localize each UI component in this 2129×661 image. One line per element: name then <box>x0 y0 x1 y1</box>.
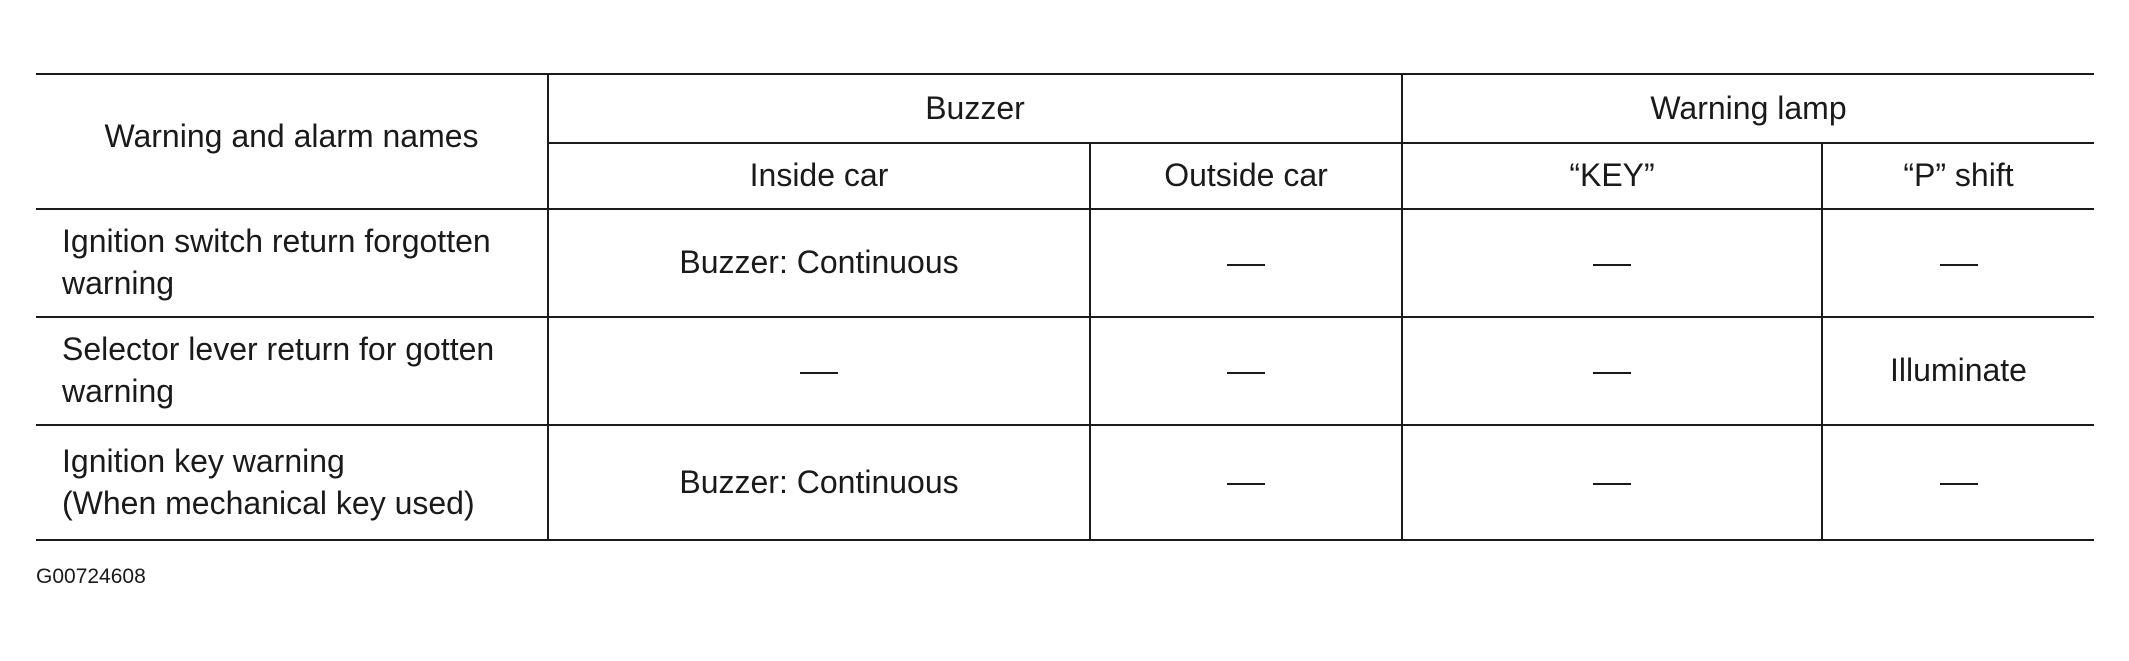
row-name: Selector lever return for gotten warning <box>36 317 549 425</box>
em-dash-icon <box>1593 483 1631 486</box>
header-outside-car: Outside car <box>1090 142 1403 210</box>
cell-inside-car: Buzzer: Continuous <box>548 425 1091 540</box>
header-inside-car: Inside car <box>548 142 1091 210</box>
warning-alarm-table-grid: Warning and alarm names Buzzer Warning l… <box>36 73 2094 541</box>
cell-inside-car <box>548 317 1091 425</box>
cell-outside-car <box>1090 209 1403 317</box>
cell-p-shift <box>1822 425 2094 540</box>
em-dash-icon <box>1593 263 1631 266</box>
row-name-line1: Ignition key warning <box>62 442 345 479</box>
header-buzzer: Buzzer <box>548 73 1403 143</box>
row-name-line1: Ignition switch return forgotten <box>62 223 491 260</box>
header-key: “KEY” <box>1402 142 1823 210</box>
em-dash-icon <box>1227 483 1265 486</box>
cell-outside-car <box>1090 425 1403 540</box>
figure-id: G00724608 <box>36 565 146 588</box>
table-row: Ignition key warning (When mechanical ke… <box>36 425 2094 540</box>
cell-p-shift: Illuminate <box>1890 352 2027 389</box>
row-name: Ignition key warning (When mechanical ke… <box>36 425 549 540</box>
row-name: Ignition switch return forgotten warning <box>36 209 549 317</box>
row-name-line2: (When mechanical key used) <box>62 484 475 521</box>
cell-key <box>1402 425 1823 540</box>
em-dash-icon <box>1939 483 1978 486</box>
em-dash-icon <box>1939 263 1978 266</box>
cell-p-shift <box>1822 209 2094 317</box>
cell-outside-car <box>1090 317 1403 425</box>
em-dash-icon <box>1227 371 1265 374</box>
header-warning-lamp: Warning lamp <box>1402 73 2094 143</box>
cell-key <box>1402 317 1823 425</box>
row-name-line2: warning <box>62 373 175 409</box>
row-name-line2: warning <box>62 265 175 301</box>
table-row: Selector lever return for gotten warning… <box>36 317 2094 425</box>
header-p-shift: “P” shift <box>1822 142 2094 210</box>
em-dash-icon <box>1593 371 1631 374</box>
cell-key <box>1402 209 1823 317</box>
table-row: Ignition switch return forgotten warning… <box>36 209 2094 317</box>
em-dash-icon <box>800 371 838 374</box>
em-dash-icon <box>1227 263 1265 266</box>
row-name-line1: Selector lever return for gotten <box>62 331 495 368</box>
cell-inside-car: Buzzer: Continuous <box>548 209 1091 317</box>
header-warning-names: Warning and alarm names <box>36 73 549 210</box>
warning-alarm-table: Warning and alarm names Buzzer Warning l… <box>36 73 2094 541</box>
